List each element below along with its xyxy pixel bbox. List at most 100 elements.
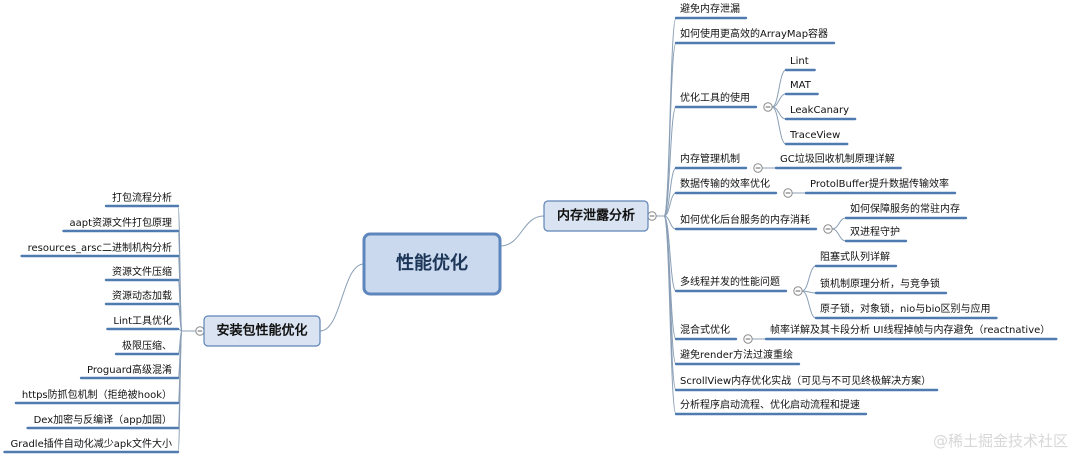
right-item-0-label: 避免内存泄漏 <box>680 2 740 15</box>
right-subitem-link-5-1 <box>831 228 847 242</box>
left-item-8-label: https防抓包机制（拒绝被hook） <box>22 388 172 401</box>
right-subitem-2-2[interactable]: LeakCanary <box>790 105 849 116</box>
right-subitem-3-0-label: GC垃圾回收机制原理详解 <box>780 152 895 165</box>
left-item-10-label: Gradle插件自动化减少apk文件大小 <box>10 437 172 450</box>
right-subitem-link-6-0 <box>801 265 817 292</box>
right-subitem-6-0-label: 阻塞式队列详解 <box>820 250 890 263</box>
left-item-1[interactable]: aapt资源文件打包原理 <box>69 216 172 229</box>
right-subitem-4-0-label: ProtolBuffer提升数据传输效率 <box>810 177 949 190</box>
center-node-box <box>362 232 502 296</box>
left-item-7[interactable]: Proguard高级混淆 <box>87 363 172 376</box>
right-subitem-2-1-label: MAT <box>790 80 812 91</box>
right-subitem-link-2-3 <box>771 106 787 145</box>
node-layer: 打包流程分析 aapt资源文件打包原理 resources_arsc二进制机构分析资… <box>3 2 1058 454</box>
right-item-7-label: 混合式优化 <box>680 323 730 336</box>
right-subitem-5-1[interactable]: 双进程守护 <box>850 225 900 238</box>
right-item-6[interactable]: 多线程并发的性能问题 <box>680 275 780 288</box>
right-subitem-link-6-2 <box>801 290 817 319</box>
left-item-2-label: resources_arsc二进制机构分析 <box>28 241 172 254</box>
left-item-7-label: Proguard高级混淆 <box>87 363 172 376</box>
right-item-9-label: ScrollView内存优化实战（可见与不可见终极解决方案） <box>680 374 931 387</box>
left-item-6[interactable]: 极限压缩、 <box>122 339 172 352</box>
right-item-4[interactable]: 数据传输的效率优化 <box>680 177 770 190</box>
center-node-label: 性能优化 <box>396 252 468 274</box>
left-item-4[interactable]: 资源动态加载 <box>112 289 172 302</box>
right-item-5[interactable]: 如何优化后台服务的内存消耗 <box>680 213 810 226</box>
right-item-6-label: 多线程并发的性能问题 <box>680 275 780 288</box>
right-item-0[interactable]: 避免内存泄漏 <box>680 2 740 15</box>
left-branch-label: 安装包性能优化 <box>216 323 307 339</box>
right-item-2[interactable]: 优化工具的使用 <box>680 91 750 104</box>
right-branch-node[interactable]: 内存泄露分析 <box>543 200 649 232</box>
right-item-7[interactable]: 混合式优化 <box>680 323 730 336</box>
right-subitem-7-0-label: 帧率详解及其卡段分析 UI线程掉帧与内存避免（reactnative） <box>770 323 1050 336</box>
left-item-9-label: Dex加密与反编译（app加固） <box>34 413 172 426</box>
right-subitem-6-1-label: 锁机制原理分析，与竞争锁 <box>820 277 940 290</box>
center-node[interactable]: 性能优化 <box>362 232 502 296</box>
right-item-10-label: 分析程序启动流程、优化启动流程和提速 <box>680 398 860 411</box>
right-item-toggle-5[interactable] <box>823 224 833 234</box>
right-item-toggle-2[interactable] <box>763 102 773 112</box>
right-item-4-label: 数据传输的效率优化 <box>680 177 770 190</box>
right-item-link-3 <box>663 167 677 217</box>
left-item-3-label: 资源文件压缩 <box>112 265 172 278</box>
right-subitem-link-2-0 <box>771 69 787 108</box>
right-item-9[interactable]: ScrollView内存优化实战（可见与不可见终极解决方案） <box>680 374 931 387</box>
main-link-left <box>319 263 365 332</box>
left-item-1-label: aapt资源文件打包原理 <box>69 216 172 229</box>
left-branch-toggle[interactable] <box>195 326 205 336</box>
right-subitem-link-5-0 <box>831 217 847 230</box>
right-subitem-2-3[interactable]: TraceView <box>789 130 840 141</box>
right-item-10[interactable]: 分析程序启动流程、优化启动流程和提速 <box>680 398 860 411</box>
right-subitem-6-2[interactable]: 原子锁，对象锁，nio与bio区别与应用 <box>820 302 990 315</box>
right-item-1[interactable]: 如何使用更高效的ArrayMap容器 <box>680 27 828 40</box>
right-item-2-label: 优化工具的使用 <box>680 91 750 104</box>
left-item-6-label: 极限压缩、 <box>122 339 172 352</box>
right-subitem-5-0-label: 如何保障服务的常驻内存 <box>850 202 960 215</box>
left-branch-node[interactable]: 安装包性能优化 <box>203 315 321 347</box>
connector-layer <box>177 17 847 453</box>
right-item-toggle-4[interactable] <box>783 188 793 198</box>
left-branch-box <box>203 315 321 347</box>
right-subitem-6-0[interactable]: 阻塞式队列详解 <box>820 250 890 263</box>
main-link-right <box>499 215 545 247</box>
right-item-3-label: 内存管理机制 <box>680 152 740 165</box>
right-subitem-5-1-label: 双进程守护 <box>850 225 900 238</box>
watermark-text: @稀土掘金技术社区 <box>933 432 1068 450</box>
left-item-3[interactable]: 资源文件压缩 <box>112 265 172 278</box>
right-item-link-10 <box>663 215 677 415</box>
right-item-8[interactable]: 避免render方法过渡重绘 <box>680 348 793 361</box>
right-item-link-5 <box>663 215 677 230</box>
right-branch-toggle[interactable] <box>647 211 657 221</box>
right-subitem-7-0[interactable]: 帧率详解及其卡段分析 UI线程掉帧与内存避免（reactnative） <box>770 323 1050 336</box>
right-subitem-2-3-label: TraceView <box>789 130 840 141</box>
left-item-9[interactable]: Dex加密与反编译（app加固） <box>34 413 172 426</box>
right-subitem-3-0[interactable]: GC垃圾回收机制原理详解 <box>780 152 895 165</box>
right-item-5-label: 如何优化后台服务的内存消耗 <box>680 213 810 226</box>
right-subitem-2-0[interactable]: Lint <box>790 56 809 67</box>
right-item-toggle-7[interactable] <box>743 334 753 344</box>
right-item-link-4 <box>663 192 677 217</box>
left-item-0[interactable]: 打包流程分析 <box>112 191 172 204</box>
left-item-8[interactable]: https防抓包机制（拒绝被hook） <box>22 388 172 401</box>
right-subitem-link-2-1 <box>771 93 787 108</box>
right-item-toggle-3[interactable] <box>753 163 763 173</box>
right-item-8-label: 避免render方法过渡重绘 <box>680 348 793 361</box>
right-item-toggle-6[interactable] <box>793 286 803 296</box>
right-item-1-label: 如何使用更高效的ArrayMap容器 <box>680 27 828 40</box>
left-item-4-label: 资源动态加载 <box>112 289 172 302</box>
right-item-link-2 <box>663 106 677 217</box>
right-branch-label: 内存泄露分析 <box>557 208 635 224</box>
right-subitem-2-0-label: Lint <box>790 56 809 67</box>
right-subitem-4-0[interactable]: ProtolBuffer提升数据传输效率 <box>810 177 949 190</box>
left-item-0-label: 打包流程分析 <box>112 191 172 204</box>
left-item-2[interactable]: resources_arsc二进制机构分析 <box>28 241 172 254</box>
right-subitem-6-1[interactable]: 锁机制原理分析，与竞争锁 <box>820 277 940 290</box>
right-subitem-5-0[interactable]: 如何保障服务的常驻内存 <box>850 202 960 215</box>
left-item-link-10 <box>177 330 183 453</box>
left-item-5-label: Lint工具优化 <box>113 314 172 327</box>
left-item-5[interactable]: Lint工具优化 <box>113 314 172 327</box>
right-subitem-2-1[interactable]: MAT <box>790 80 812 91</box>
right-item-3[interactable]: 内存管理机制 <box>680 152 740 165</box>
left-item-10[interactable]: Gradle插件自动化减少apk文件大小 <box>10 437 172 450</box>
